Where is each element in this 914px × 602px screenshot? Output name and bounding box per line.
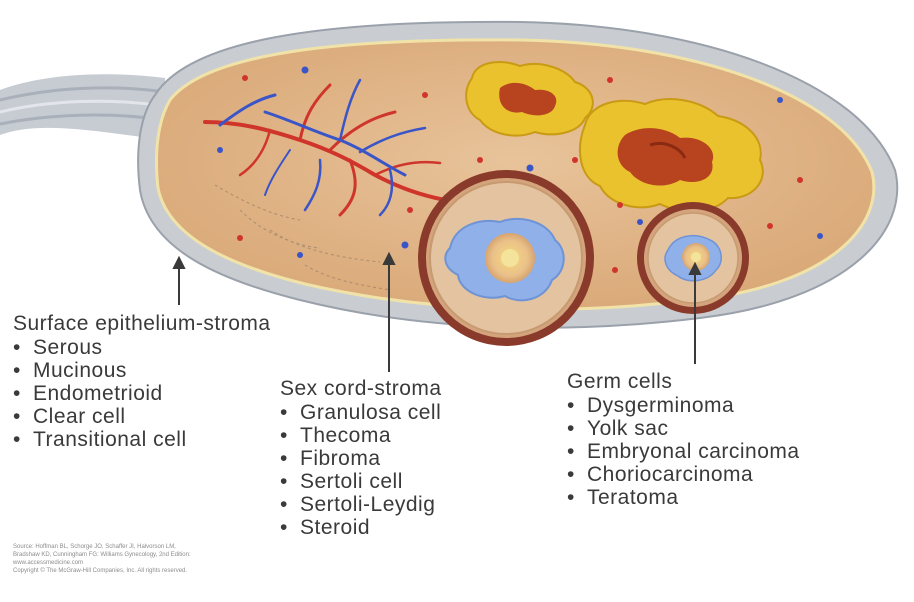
list-item: Serous xyxy=(13,336,271,359)
list-item: Sertoli cell xyxy=(280,470,442,493)
arrow-surface xyxy=(172,255,186,269)
leader-lines xyxy=(172,251,702,372)
follicle-large xyxy=(418,170,594,346)
sex-cord-stroma-group: Sex cord-stroma Granulosa cell Thecoma F… xyxy=(280,377,442,539)
source-credit-line: Copyright © The McGraw-Hill Companies, I… xyxy=(13,568,188,574)
germ-cells-group: Germ cells Dysgerminoma Yolk sac Embryon… xyxy=(567,370,800,509)
list-item: Transitional cell xyxy=(13,428,271,451)
list-item: Clear cell xyxy=(13,405,271,428)
arrow-sexcord xyxy=(382,251,396,265)
follicle-small xyxy=(637,202,749,314)
list-item: Sertoli-Leydig xyxy=(280,493,442,516)
list-item: Choriocarcinoma xyxy=(567,463,800,486)
list-item: Dysgerminoma xyxy=(567,394,800,417)
sex-cord-stroma-title: Sex cord-stroma xyxy=(280,377,442,400)
list-item: Endometrioid xyxy=(13,382,271,405)
germ-cells-title: Germ cells xyxy=(567,370,673,393)
list-item: Embryonal carcinoma xyxy=(567,440,800,463)
arrow-germ xyxy=(688,261,702,275)
list-item: Fibroma xyxy=(280,447,442,470)
list-item: Yolk sac xyxy=(567,417,800,440)
surface-epithelium-stroma-title: Surface epithelium-stroma xyxy=(13,312,271,335)
list-item: Teratoma xyxy=(567,486,800,509)
source-credit-line: Source: Hoffman BL, Schorge JO, Schaffer… xyxy=(13,544,176,550)
surface-epithelium-stroma-group: Surface epithelium-stroma Serous Mucinou… xyxy=(13,312,271,451)
blood-vessels xyxy=(203,78,447,217)
corpus-luteum-large xyxy=(579,98,764,213)
surface-epithelium-stroma-list: Serous Mucinous Endometrioid Clear cell … xyxy=(13,336,271,451)
source-credit-line: www.accessmedicine.com xyxy=(13,560,84,566)
list-item: Granulosa cell xyxy=(280,401,442,424)
corpus-luteum-small xyxy=(465,61,594,137)
list-item: Thecoma xyxy=(280,424,442,447)
source-credit: Source: Hoffman BL, Schorge JO, Schaffer… xyxy=(13,543,393,575)
list-item: Mucinous xyxy=(13,359,271,382)
list-item: Steroid xyxy=(280,516,442,539)
stroma-fibers xyxy=(214,184,391,291)
source-credit-line: Bradshaw KD, Cunningham FG: Williams Gyn… xyxy=(13,552,191,558)
germ-cells-list: Dysgerminoma Yolk sac Embryonal carcinom… xyxy=(567,394,800,509)
stroma-dots xyxy=(217,66,823,273)
sex-cord-stroma-list: Granulosa cell Thecoma Fibroma Sertoli c… xyxy=(280,401,442,539)
